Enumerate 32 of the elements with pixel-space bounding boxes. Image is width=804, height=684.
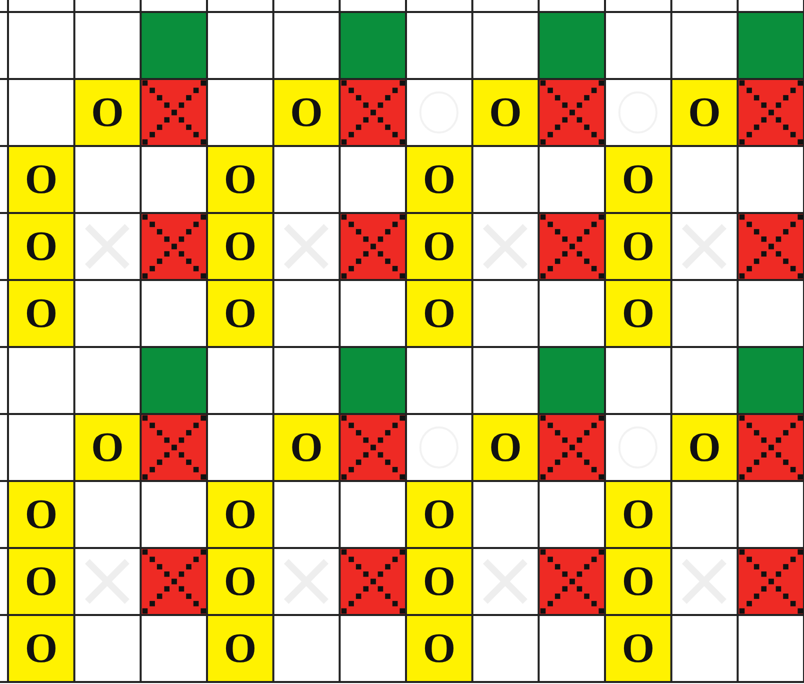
o-mark: O (406, 213, 472, 280)
o-mark: O (8, 481, 74, 548)
o-mark: O (207, 280, 274, 347)
o-mark: O (605, 481, 672, 548)
o-mark: O (207, 615, 274, 682)
o-mark: O (207, 548, 274, 615)
o-mark: O (74, 414, 141, 481)
o-mark: O (74, 79, 141, 146)
o-mark: O (671, 414, 738, 481)
o-mark: O (8, 548, 74, 615)
o-mark: O (8, 280, 74, 347)
o-mark: O (8, 213, 74, 280)
o-mark: O (605, 213, 672, 280)
o-mark: O (8, 146, 74, 213)
o-mark: O (605, 615, 672, 682)
o-mark: O (605, 548, 672, 615)
o-mark: O (671, 79, 738, 146)
o-mark: O (605, 280, 672, 347)
o-mark: O (406, 280, 472, 347)
o-mark: O (8, 615, 74, 682)
o-mark: O (472, 414, 539, 481)
o-mark: O (207, 213, 274, 280)
o-mark: O (406, 481, 472, 548)
o-mark: O (207, 146, 274, 213)
o-mark: O (273, 414, 340, 481)
o-mark: O (406, 146, 472, 213)
o-mark: O (605, 146, 672, 213)
o-mark: O (406, 615, 472, 682)
o-mark: O (207, 481, 274, 548)
o-mark: O (406, 548, 472, 615)
o-mark: O (472, 79, 539, 146)
o-mark: O (273, 79, 340, 146)
